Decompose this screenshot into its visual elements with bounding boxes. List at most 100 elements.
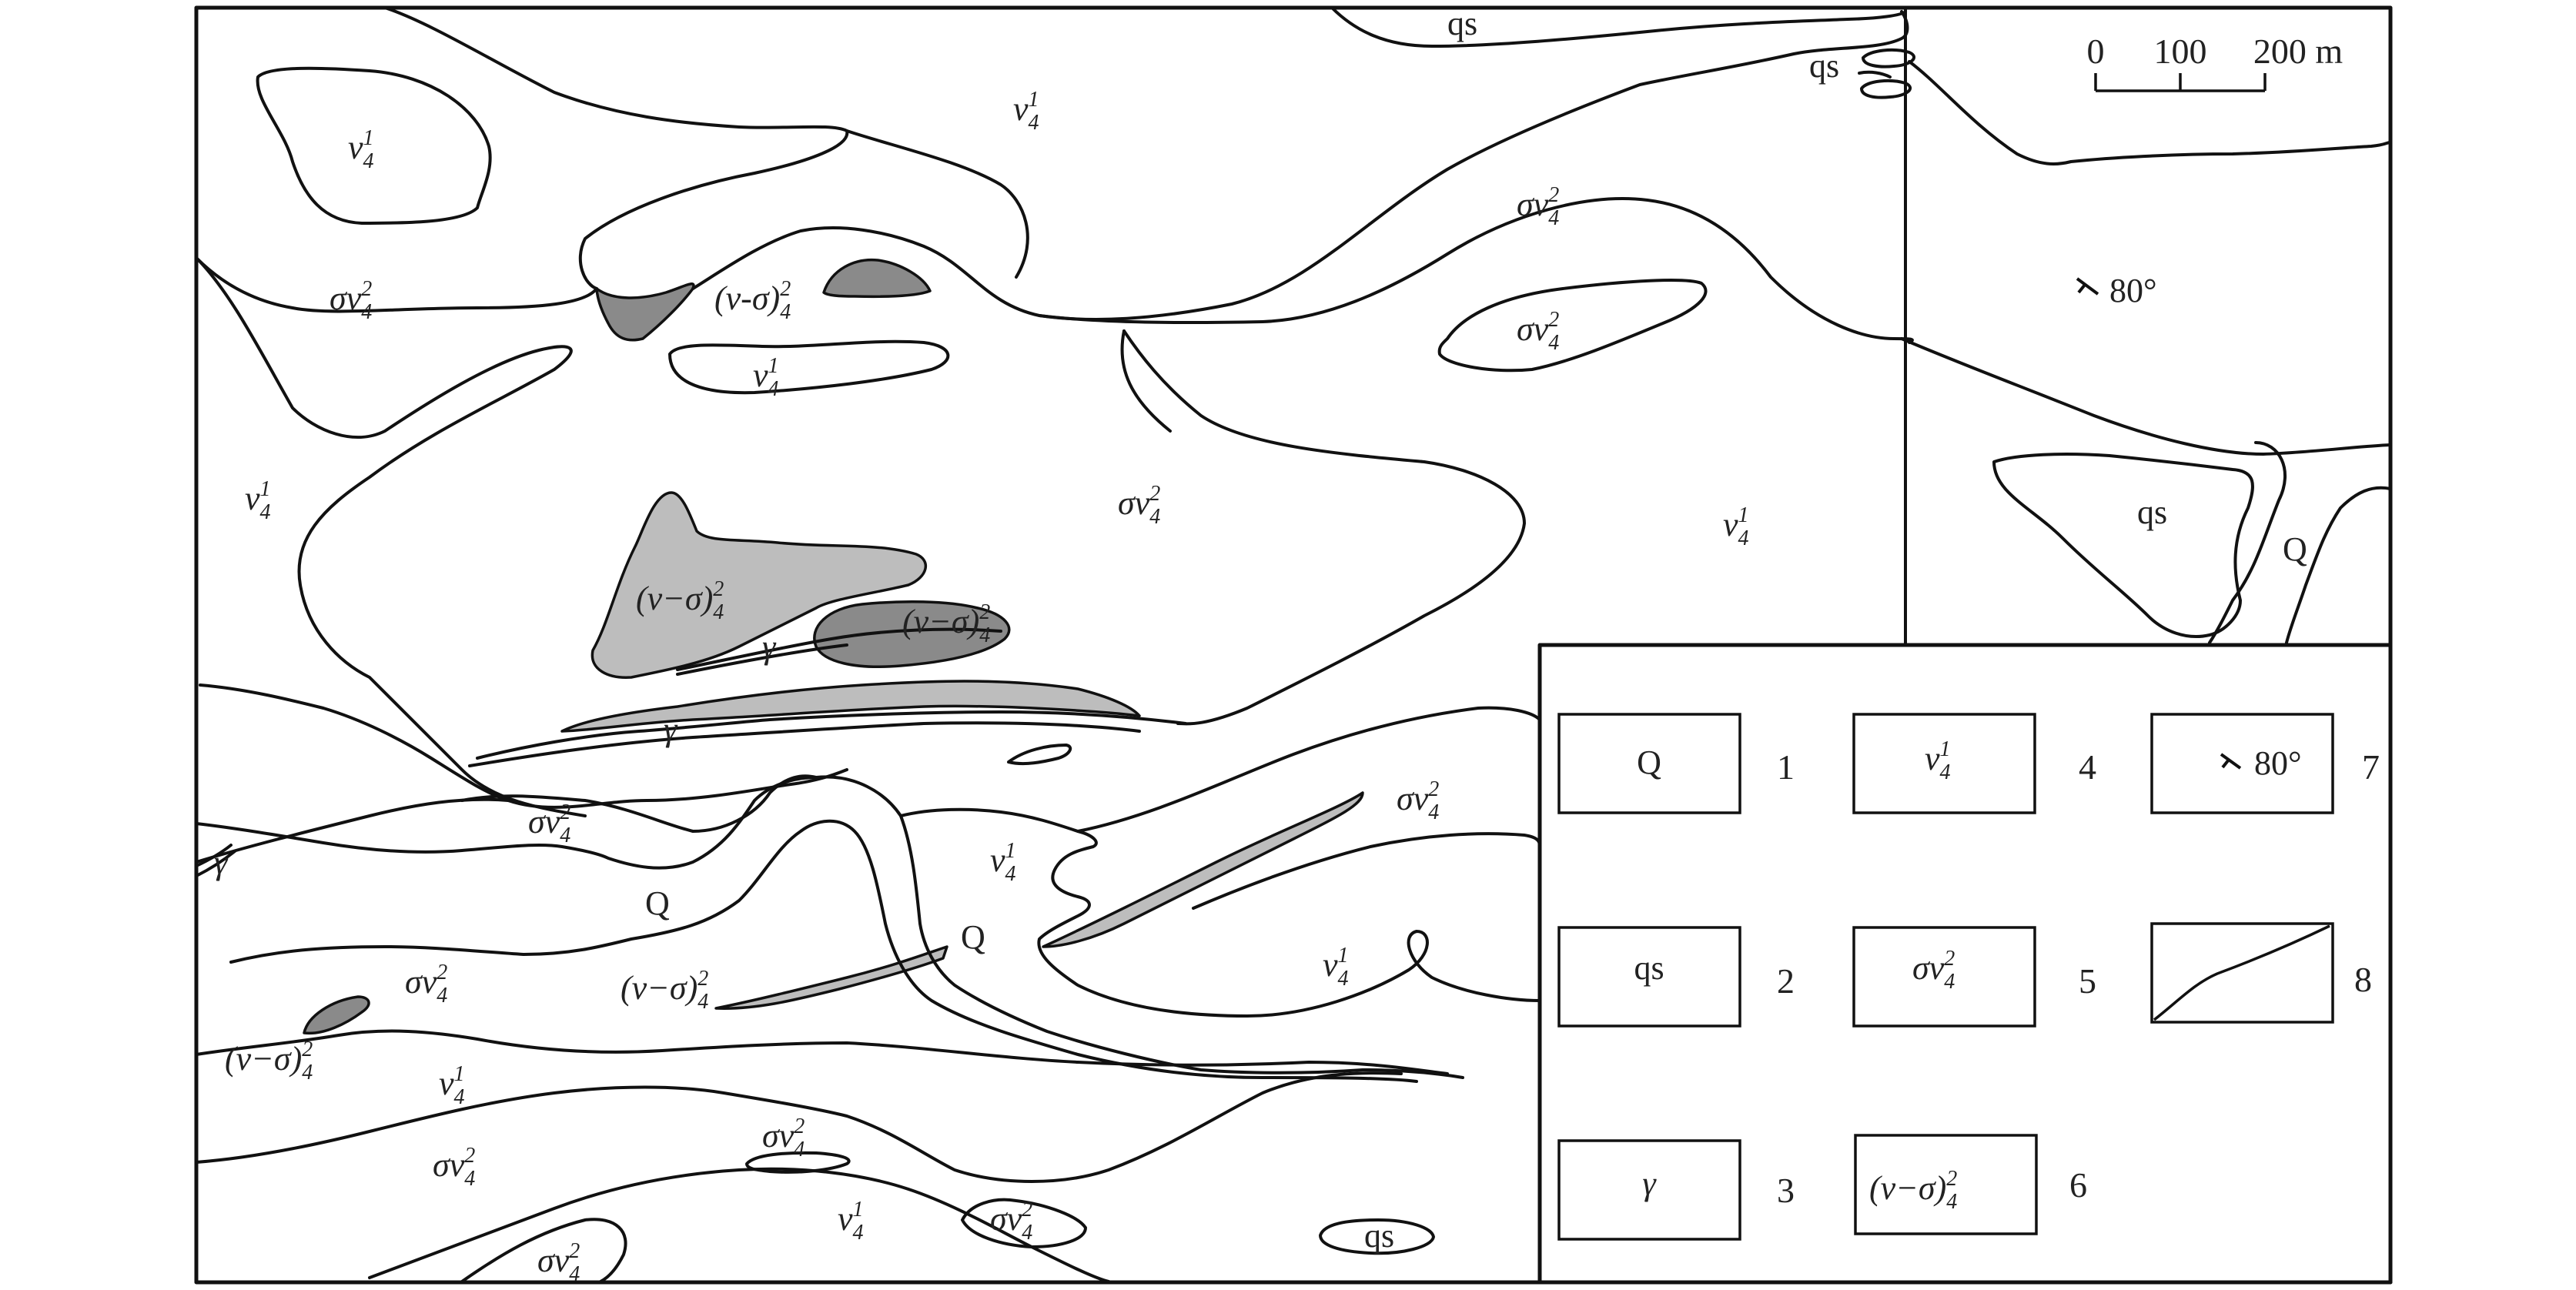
legend-symbol-Q: Q (1637, 744, 1661, 781)
legend-number-8: 8 (2354, 960, 2372, 999)
label-Q-left: Q (645, 884, 670, 922)
svg-text:(v−σ)24: (v−σ)24 (225, 1038, 313, 1084)
label-gamma-2: γ (664, 710, 678, 748)
scale-tick-200: 200 m (2253, 32, 2343, 71)
label-gamma-3: γ (214, 844, 229, 881)
legend-symbol-gamma: γ (1642, 1165, 1657, 1202)
scale-tick-100: 100 (2154, 32, 2207, 71)
svg-text:(v−σ)24: (v−σ)24 (636, 577, 724, 624)
dip-angle-label: 80° (2109, 272, 2157, 309)
svg-text:(v−σ)24: (v−σ)24 (902, 600, 990, 647)
legend-number-6: 6 (2069, 1165, 2087, 1205)
dip-symbol: 80° (2076, 272, 2157, 309)
svg-text:v14: v14 (245, 477, 271, 524)
legend-item-3: γ 3 (1557, 1139, 1795, 1241)
unit-fill-light (560, 491, 1364, 1010)
legend-item-2: qs 2 (1557, 926, 1795, 1028)
legend-item-1: Q 1 (1557, 713, 1795, 814)
legend-item-7: 80° 7 (2150, 713, 2380, 814)
scale-tick-0: 0 (2087, 32, 2105, 71)
legend-number-1: 1 (1777, 747, 1795, 787)
contact-lines (195, 6, 2392, 1283)
label-Q-center: Q (961, 918, 985, 956)
light-strip-bottom (714, 945, 948, 1010)
legend-item-8: 8 (2150, 922, 2372, 1024)
legend-symbol-dip: 80° (2254, 744, 2302, 782)
unit-fill-dark (303, 258, 1011, 1035)
svg-text:(v−σ)24: (v−σ)24 (621, 967, 708, 1014)
legend-number-4: 4 (2079, 747, 2096, 787)
dark-polygon-center (813, 600, 1011, 669)
legend-number-5: 5 (2079, 961, 2096, 1001)
dark-blob-upper (822, 258, 932, 299)
qs-loops (1858, 48, 1916, 99)
legend-number-3: 3 (1777, 1171, 1795, 1210)
svg-text:v14: v14 (990, 839, 1016, 886)
label-qs-top: qs (1447, 5, 1477, 42)
svg-text:v14: v14 (753, 354, 779, 401)
label-qs-upper-right: qs (1809, 47, 1839, 85)
svg-text:(v-σ)24: (v-σ)24 (714, 277, 791, 324)
svg-text:v14: v14 (1013, 88, 1039, 135)
light-polygon-center (590, 491, 928, 679)
svg-text:v14: v14 (439, 1062, 465, 1109)
svg-text:v14: v14 (1323, 944, 1349, 991)
light-strip-center (560, 680, 1141, 733)
label-Q-right: Q (2283, 530, 2307, 568)
legend-symbol-qs: qs (1634, 949, 1664, 987)
label-qs-bottom: qs (1364, 1217, 1394, 1255)
legend-number-2: 2 (1777, 961, 1795, 1001)
dark-polygon-upper-left (595, 282, 695, 342)
svg-text:v14: v14 (838, 1198, 864, 1245)
scale-bar: 0 100 200 m (2087, 32, 2343, 92)
label-gamma-1: γ (762, 628, 777, 666)
legend-number-7: 7 (2362, 747, 2380, 787)
label-qs-right: qs (2137, 493, 2167, 531)
svg-text:v14: v14 (1723, 503, 1749, 550)
dark-blob-left (303, 995, 370, 1035)
svg-text:v14: v14 (348, 126, 374, 173)
